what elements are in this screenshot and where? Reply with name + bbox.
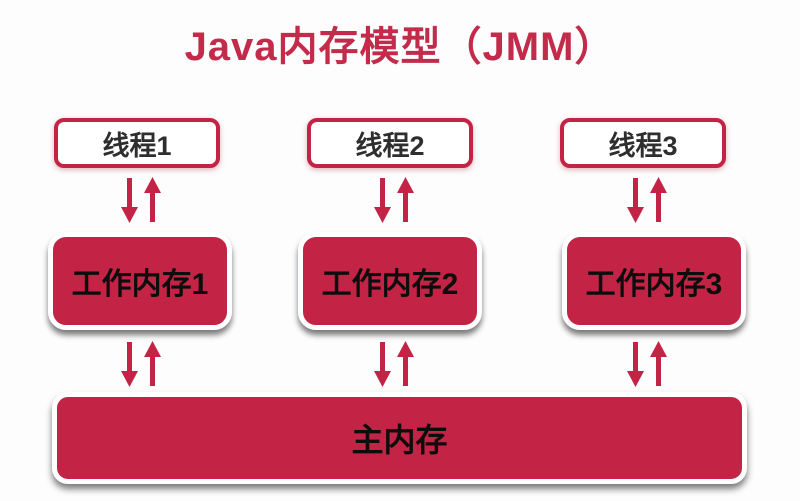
thread1-workmem1-arrows [118,176,164,224]
down-arrow-icon [627,178,644,223]
working-memory-2-label: 工作内存2 [321,268,459,301]
workmem2-mainmem-arrows [371,340,417,388]
workmem3-mainmem-arrows [624,340,670,388]
working-memory-3-label: 工作内存3 [585,268,723,301]
main-memory-label: 主内存 [351,422,448,458]
thread-3-box: 线程3 [560,118,726,168]
thread-2-label: 线程2 [355,130,425,161]
up-arrow-icon [144,177,161,222]
up-arrow-icon [650,177,667,222]
down-arrow-icon [121,178,138,223]
down-arrow-icon [121,342,138,387]
thread-3-label: 线程3 [608,130,678,161]
thread3-workmem3-arrows [624,176,670,224]
up-arrow-icon [144,341,161,386]
down-arrow-icon [374,178,391,223]
thread-1-label: 线程1 [102,130,172,161]
thread-1-box: 线程1 [54,118,220,168]
up-arrow-icon [397,177,414,222]
working-memory-3-box: 工作内存3 [562,232,746,330]
thread2-workmem2-arrows [371,176,417,224]
diagram-title: Java内存模型（JMM） [184,25,616,69]
working-memory-1-box: 工作内存1 [48,232,232,330]
thread-2-box: 线程2 [307,118,473,168]
up-arrow-icon [650,341,667,386]
up-arrow-icon [397,341,414,386]
workmem1-mainmem-arrows [118,340,164,388]
working-memory-1-label: 工作内存1 [71,268,209,301]
down-arrow-icon [374,342,391,387]
down-arrow-icon [627,342,644,387]
main-memory-box: 主内存 [52,392,747,484]
working-memory-2-box: 工作内存2 [298,232,482,330]
